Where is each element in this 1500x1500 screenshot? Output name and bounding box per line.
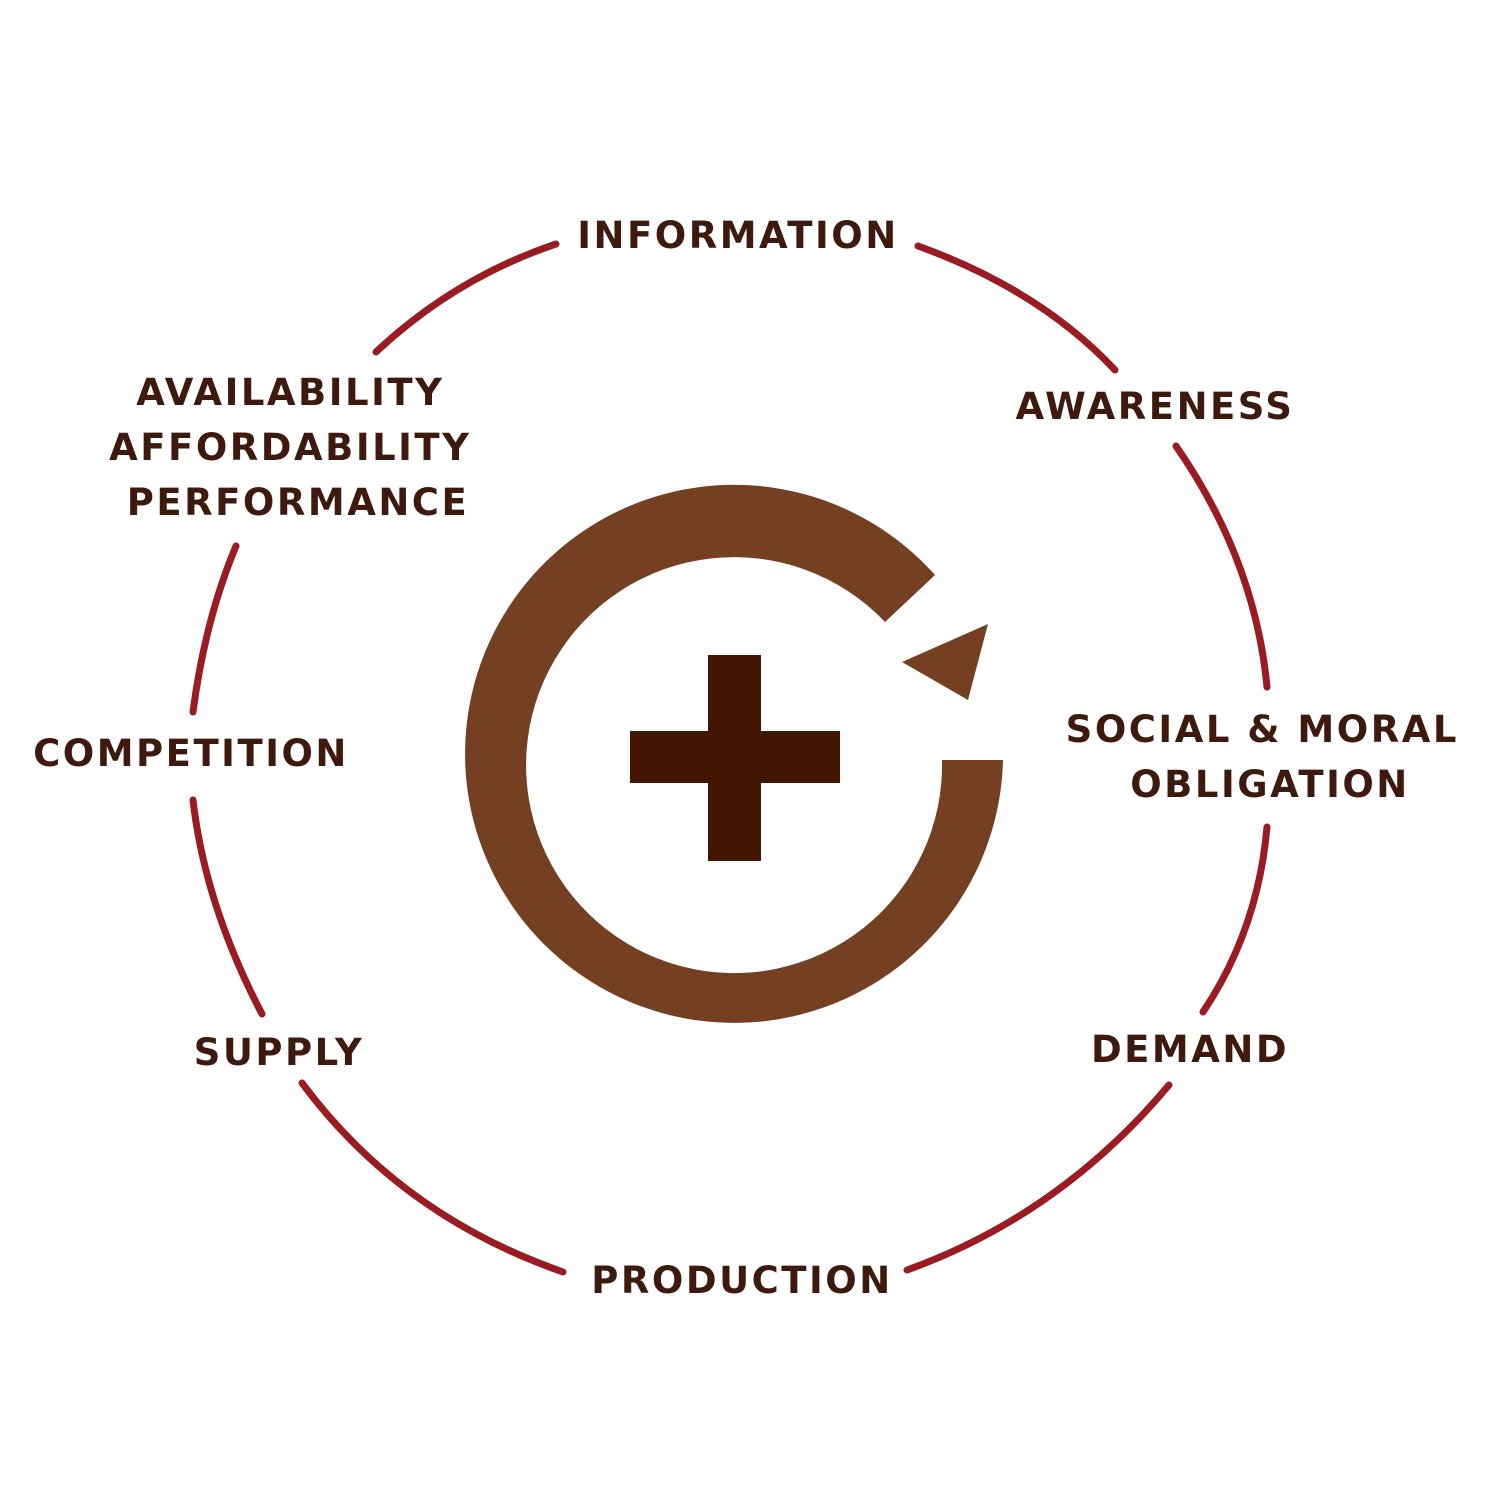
plus-icon: [630, 655, 840, 861]
circular-arrow-icon: [465, 484, 1004, 1023]
node-availability-affordability-performance: AVAILABILITY AFFORDABILITY PERFORMANCE: [109, 371, 487, 524]
ring-arc-competition-availability: [189, 542, 240, 716]
node-labels: INFORMATION AWARENESS SOCIAL & MORAL OBL…: [33, 214, 1475, 1302]
ring-arc-supply-competition: [189, 796, 266, 1018]
ring-arc-social-demand: [1199, 823, 1271, 1016]
ring-arc-awareness-social: [1172, 442, 1271, 691]
ring-arc-availability-information: [372, 240, 560, 356]
node-information: INFORMATION: [577, 214, 898, 257]
plus-horizontal-bar: [630, 731, 840, 783]
outer-ring: [189, 240, 1271, 1276]
node-supply: SUPPLY: [194, 1031, 365, 1074]
ring-arc-production-supply: [298, 1079, 567, 1276]
ring-arc-demand-production: [903, 1081, 1173, 1274]
ring-arc-information-awareness: [914, 242, 1119, 374]
node-competition: COMPETITION: [33, 732, 349, 775]
node-demand: DEMAND: [1091, 1028, 1289, 1071]
node-social-moral-obligation: SOCIAL & MORAL OBLIGATION: [1066, 708, 1475, 806]
loop-arrowhead: [902, 624, 988, 700]
node-awareness: AWARENESS: [1016, 385, 1295, 428]
node-production: PRODUCTION: [591, 1259, 892, 1302]
